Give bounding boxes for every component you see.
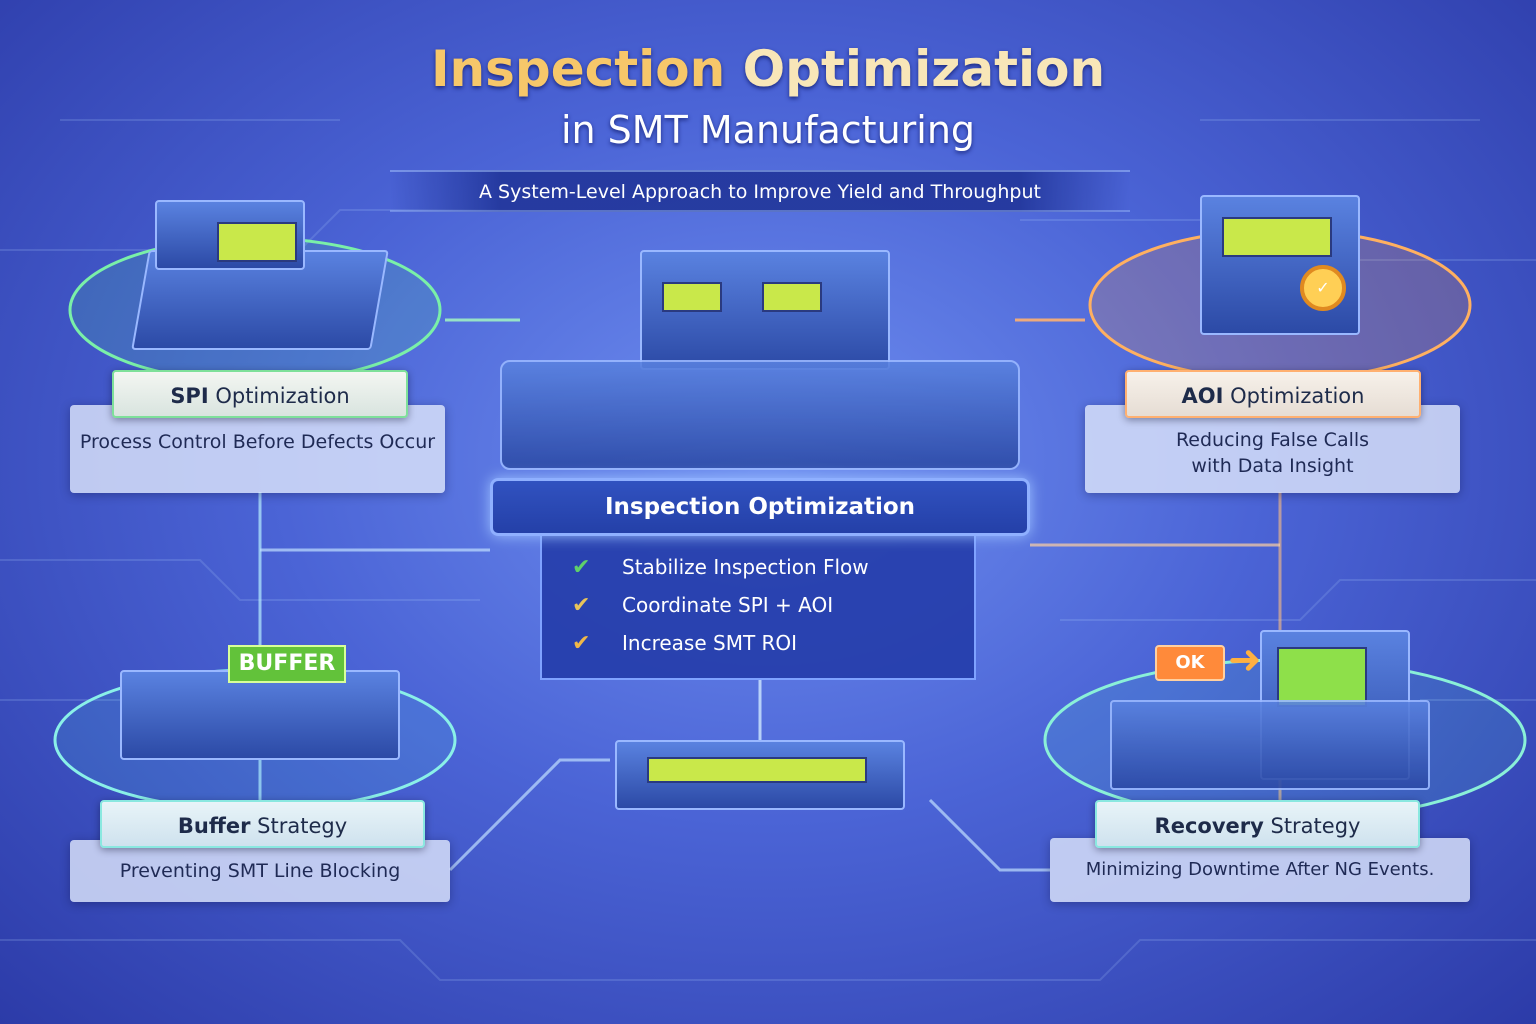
center-machine-base: [500, 360, 1020, 470]
list-item: ✔Coordinate SPI + AOI: [572, 592, 834, 618]
ok-sign: OK: [1155, 645, 1225, 681]
buffer-title: Buffer Strategy: [100, 800, 425, 848]
center-banner: Inspection Optimization: [490, 478, 1030, 536]
arrow-right-icon: ➜: [1228, 637, 1262, 683]
tagline: A System-Level Approach to Improve Yield…: [390, 170, 1130, 212]
page-subtitle: in SMT Manufacturing: [560, 108, 976, 152]
list-item: ✔Increase SMT ROI: [572, 630, 798, 656]
spi-machine-top: [155, 200, 305, 270]
spi-title: SPI Optimization: [112, 370, 408, 418]
center-machine-illustration: [640, 250, 890, 370]
conveyor-illustration: [615, 740, 905, 810]
check-icon: ✔: [572, 554, 591, 580]
recovery-title: Recovery Strategy: [1095, 800, 1420, 848]
check-icon: ✔: [572, 630, 591, 656]
recovery-description: Minimizing Downtime After NG Events.: [1050, 838, 1470, 902]
center-benefits-list: ✔Stabilize Inspection Flow ✔Coordinate S…: [540, 534, 976, 680]
spi-description: Process Control Before Defects Occur: [70, 405, 445, 493]
aoi-title: AOI Optimization: [1125, 370, 1421, 418]
check-icon: ✔: [572, 592, 591, 618]
buffer-description: Preventing SMT Line Blocking: [70, 840, 450, 902]
aoi-description: Reducing False Calls with Data Insight: [1085, 405, 1460, 493]
magnifier-check-icon: ✓: [1300, 265, 1346, 311]
aoi-machine-illustration: [1200, 195, 1360, 335]
list-item: ✔Stabilize Inspection Flow: [572, 554, 869, 580]
buffer-machine-illustration: [120, 670, 400, 760]
page-title: Inspection Optimization: [430, 40, 1106, 98]
buffer-sign: BUFFER: [228, 645, 346, 683]
recovery-conveyor: [1110, 700, 1430, 790]
